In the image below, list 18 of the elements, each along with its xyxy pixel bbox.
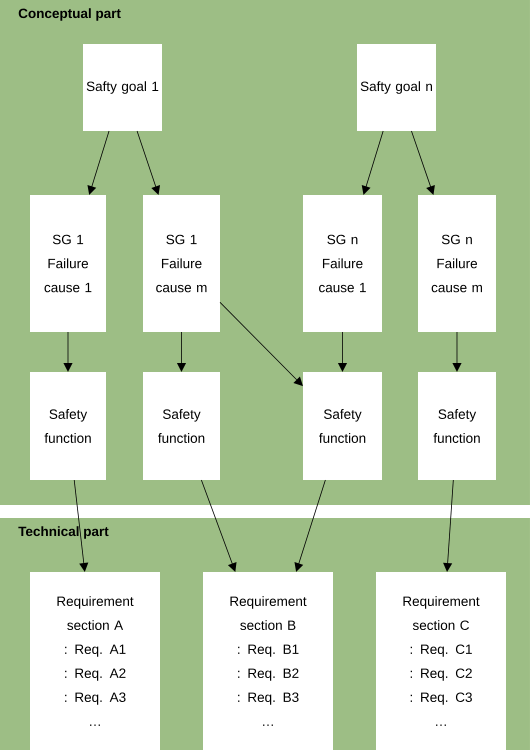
text-box: Safety function [143,372,220,480]
arrow [411,130,435,195]
text-box: Safty goal 1 [83,44,162,131]
text-box: SG n Failure cause m [418,195,496,332]
text-box: SG 1 Failure cause 1 [30,195,106,332]
text-box: Safety function [303,372,382,480]
arrow [136,130,160,195]
arrow [200,480,237,572]
text-box: Requirement section C : Req. C1 : Req. C2 : Req. C3 … [376,572,506,750]
arrow [362,130,384,195]
text-box: SG n Failure cause 1 [303,195,382,332]
text-box: Safty goal n [357,44,436,131]
text-box: Safety function [418,372,496,480]
text-box: SG 1 Failure cause m [143,195,220,332]
text-box: Requirement section B : Req. B1 : Req. B2 : Req. B3 … [203,572,333,750]
text-box: Requirement section A : Req. A1 : Req. A2 : Req. A3 … [30,572,160,750]
text-box: Safety function [30,372,106,480]
arrow [74,480,88,572]
